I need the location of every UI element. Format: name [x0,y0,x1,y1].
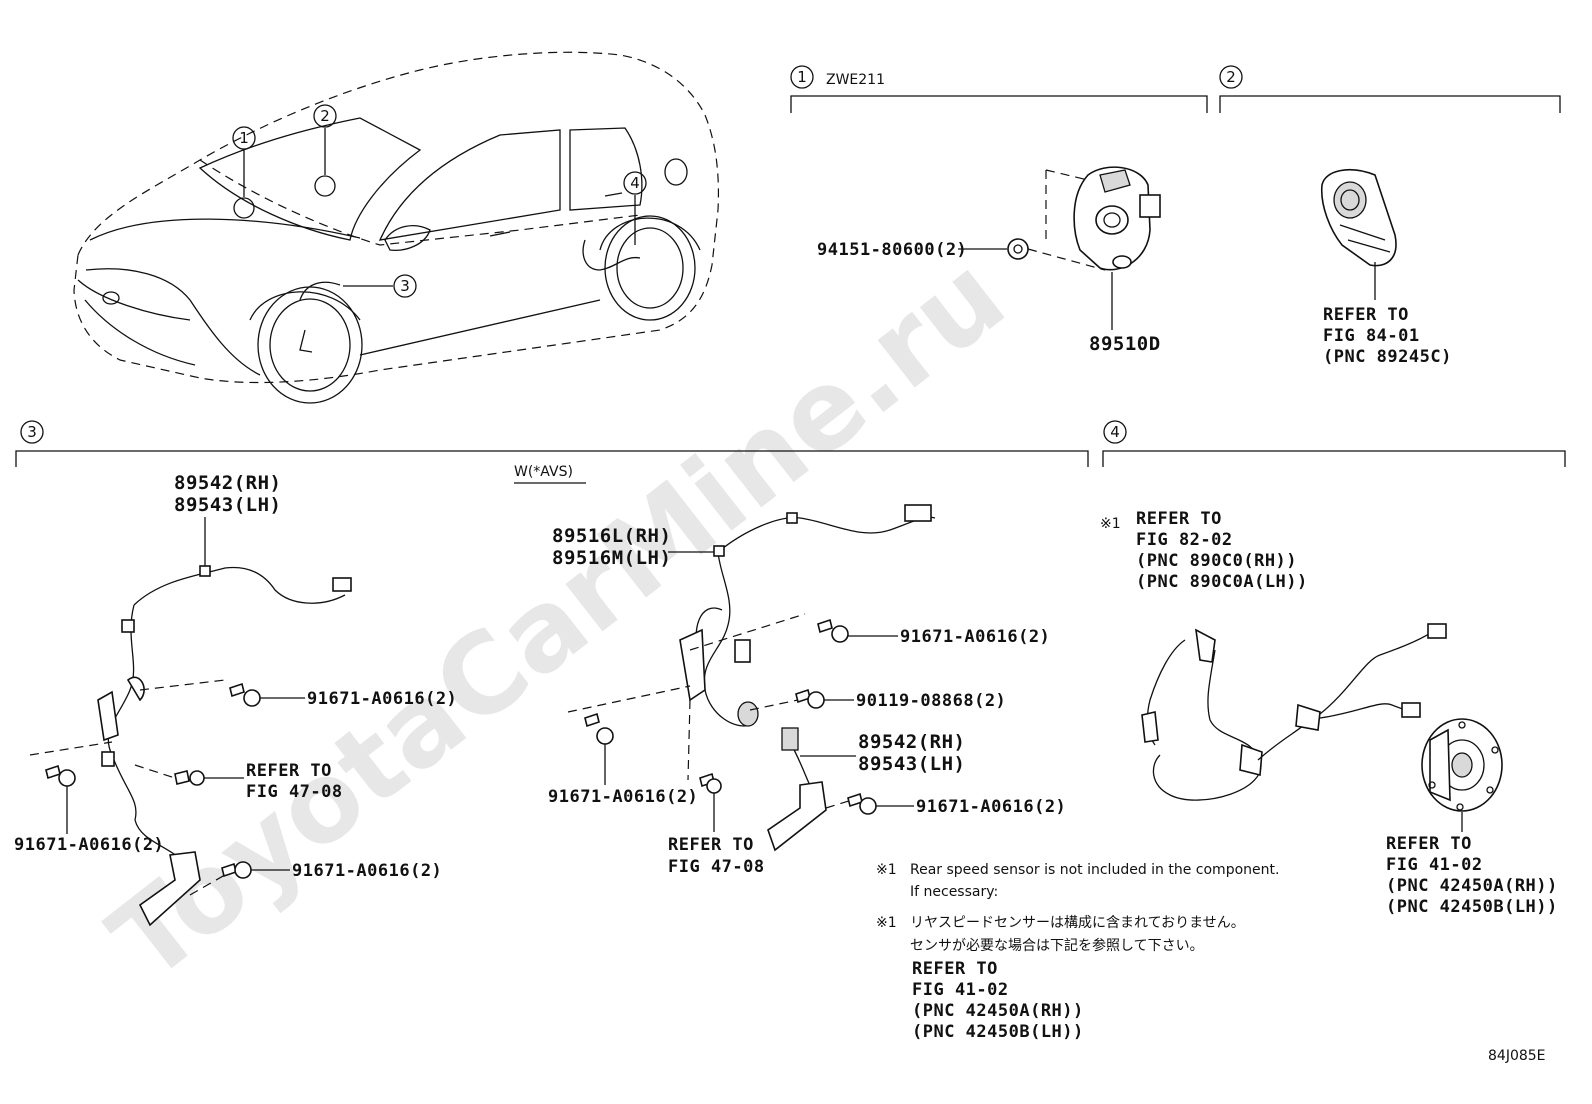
section-4: 4 ※1 REFER TO FIG 82-02 (PNC 890C0(RH)) … [1100,420,1566,917]
wheel-speed-harness-89516[interactable] [679,504,936,727]
bolt-90119[interactable] [795,688,825,709]
callout-2[interactable]: 2 [313,104,337,128]
section-4-number: 4 [1110,423,1120,441]
bolt-90119-label[interactable]: 90119-08868(2) [856,691,1006,711]
refer-84-01-line2[interactable]: FIG 84-01 [1323,326,1420,346]
callout-3[interactable]: 3 [393,274,417,298]
footnote-jp-mark: ※1 [876,915,897,931]
footnote-refer-line2[interactable]: FIG 41-02 [912,980,1009,1000]
sensor-89510d[interactable] [1073,166,1161,271]
callout-2-label: 2 [320,107,330,125]
refer-41-02-line2[interactable]: FIG 41-02 [1386,855,1483,875]
bolt-91671-e-label[interactable]: 91671-A0616(2) [548,787,698,807]
callout-4-label: 4 [630,174,640,192]
section-1: 1 ZWE211 89510D 94151-80600(2) [790,65,1208,355]
callout-3-label: 3 [400,277,410,295]
bolt-91671-a[interactable] [229,682,261,707]
bolt-91671-d-label[interactable]: 91671-A0616(2) [900,627,1050,647]
bolt-91671-f[interactable] [847,792,877,815]
bolt-91671-f-label[interactable]: 91671-A0616(2) [916,797,1066,817]
refer-41-02-line4[interactable]: (PNC 42450B(LH)) [1386,897,1558,917]
steering-angle-sensor[interactable] [1320,169,1397,267]
section-1-number: 1 [797,68,807,86]
refer-47-08-a-line2[interactable]: FIG 47-08 [246,782,343,802]
section-3: 3 W(*AVS) 89542(RH) 89543(LH) [14,420,1089,927]
diagram-code: 84J085E [1488,1048,1546,1064]
footnote-jp-line2: センサが必要な場合は下記を参照して下さい。 [910,937,1204,954]
refer-82-02-line2[interactable]: FIG 82-02 [1136,530,1233,550]
footnote-en-line1: Rear speed sensor is not included in the… [910,862,1279,878]
refer-41-02-line3[interactable]: (PNC 42450A(RH)) [1386,876,1558,896]
speed-sensor-89542-b[interactable] [767,727,827,852]
footnote-jp-line1: リヤスピードセンサーは構成に含まれておりません。 [910,915,1245,931]
part-89516m-label[interactable]: 89516M(LH) [552,547,671,569]
refer-84-01-line1[interactable]: REFER TO [1323,305,1409,325]
section-3-variant: W(*AVS) [514,464,573,480]
callout-4[interactable]: 4 [623,171,647,195]
vehicle-overview: 1 2 3 4 [73,51,719,404]
refer-41-02-line1[interactable]: REFER TO [1386,834,1472,854]
bolt-91671-c-label[interactable]: 91671-A0616(2) [292,861,442,881]
part-89542-a-label[interactable]: 89542(RH) [174,472,281,494]
refer-82-02-mark: ※1 [1100,516,1121,532]
section-2-number: 2 [1226,68,1236,86]
rear-speed-harness[interactable] [1141,623,1447,801]
section-2: 2 REFER TO FIG 84-01 (PNC 89245C) [1219,65,1561,367]
footnote-en-line2: If necessary: [910,884,998,900]
bolt-91671-d[interactable] [817,618,849,643]
part-94151-label[interactable]: 94151-80600(2) [817,240,967,260]
part-89543-a-label[interactable]: 89543(LH) [174,494,281,516]
footnotes: ※1 Rear speed sensor is not included in … [876,862,1279,1042]
refer-82-02-line1[interactable]: REFER TO [1136,509,1222,529]
bolt-91671-b[interactable] [45,764,76,787]
front-speed-sensor-harness[interactable] [97,565,352,927]
bolt-91671-e[interactable] [584,712,614,745]
refer-82-02-line4[interactable]: (PNC 890C0A(LH)) [1136,572,1308,592]
section-1-variant: ZWE211 [826,72,885,88]
callout-1[interactable]: 1 [232,126,256,150]
rear-axle-hub[interactable] [1421,718,1503,812]
section-3-number: 3 [27,423,37,441]
bolt-refer-47-08-b[interactable] [699,772,722,794]
footnote-refer-line1[interactable]: REFER TO [912,959,998,979]
bolt-91671-a-label[interactable]: 91671-A0616(2) [307,689,457,709]
part-89510d-label[interactable]: 89510D [1089,333,1161,355]
refer-84-01-line3[interactable]: (PNC 89245C) [1323,347,1452,367]
part-89516l-label[interactable]: 89516L(RH) [552,525,671,547]
part-89542-b-label[interactable]: 89542(RH) [858,731,965,753]
footnote-refer-line4[interactable]: (PNC 42450B(LH)) [912,1022,1084,1042]
watermark: ToyotaCarMine.ru [87,231,1028,1005]
callout-1-label: 1 [239,129,249,147]
bolt-refer-47-08-a[interactable] [174,770,205,786]
refer-47-08-a-line1[interactable]: REFER TO [246,761,332,781]
refer-82-02-line3[interactable]: (PNC 890C0(RH)) [1136,551,1297,571]
footnote-refer-line3[interactable]: (PNC 42450A(RH)) [912,1001,1084,1021]
part-89543-b-label[interactable]: 89543(LH) [858,753,965,775]
refer-47-08-b-line2[interactable]: FIG 47-08 [668,857,765,877]
refer-47-08-b-line1[interactable]: REFER TO [668,835,754,855]
nut-94151[interactable] [1007,238,1029,260]
footnote-en-mark: ※1 [876,862,897,878]
bolt-91671-b-label[interactable]: 91671-A0616(2) [14,835,164,855]
